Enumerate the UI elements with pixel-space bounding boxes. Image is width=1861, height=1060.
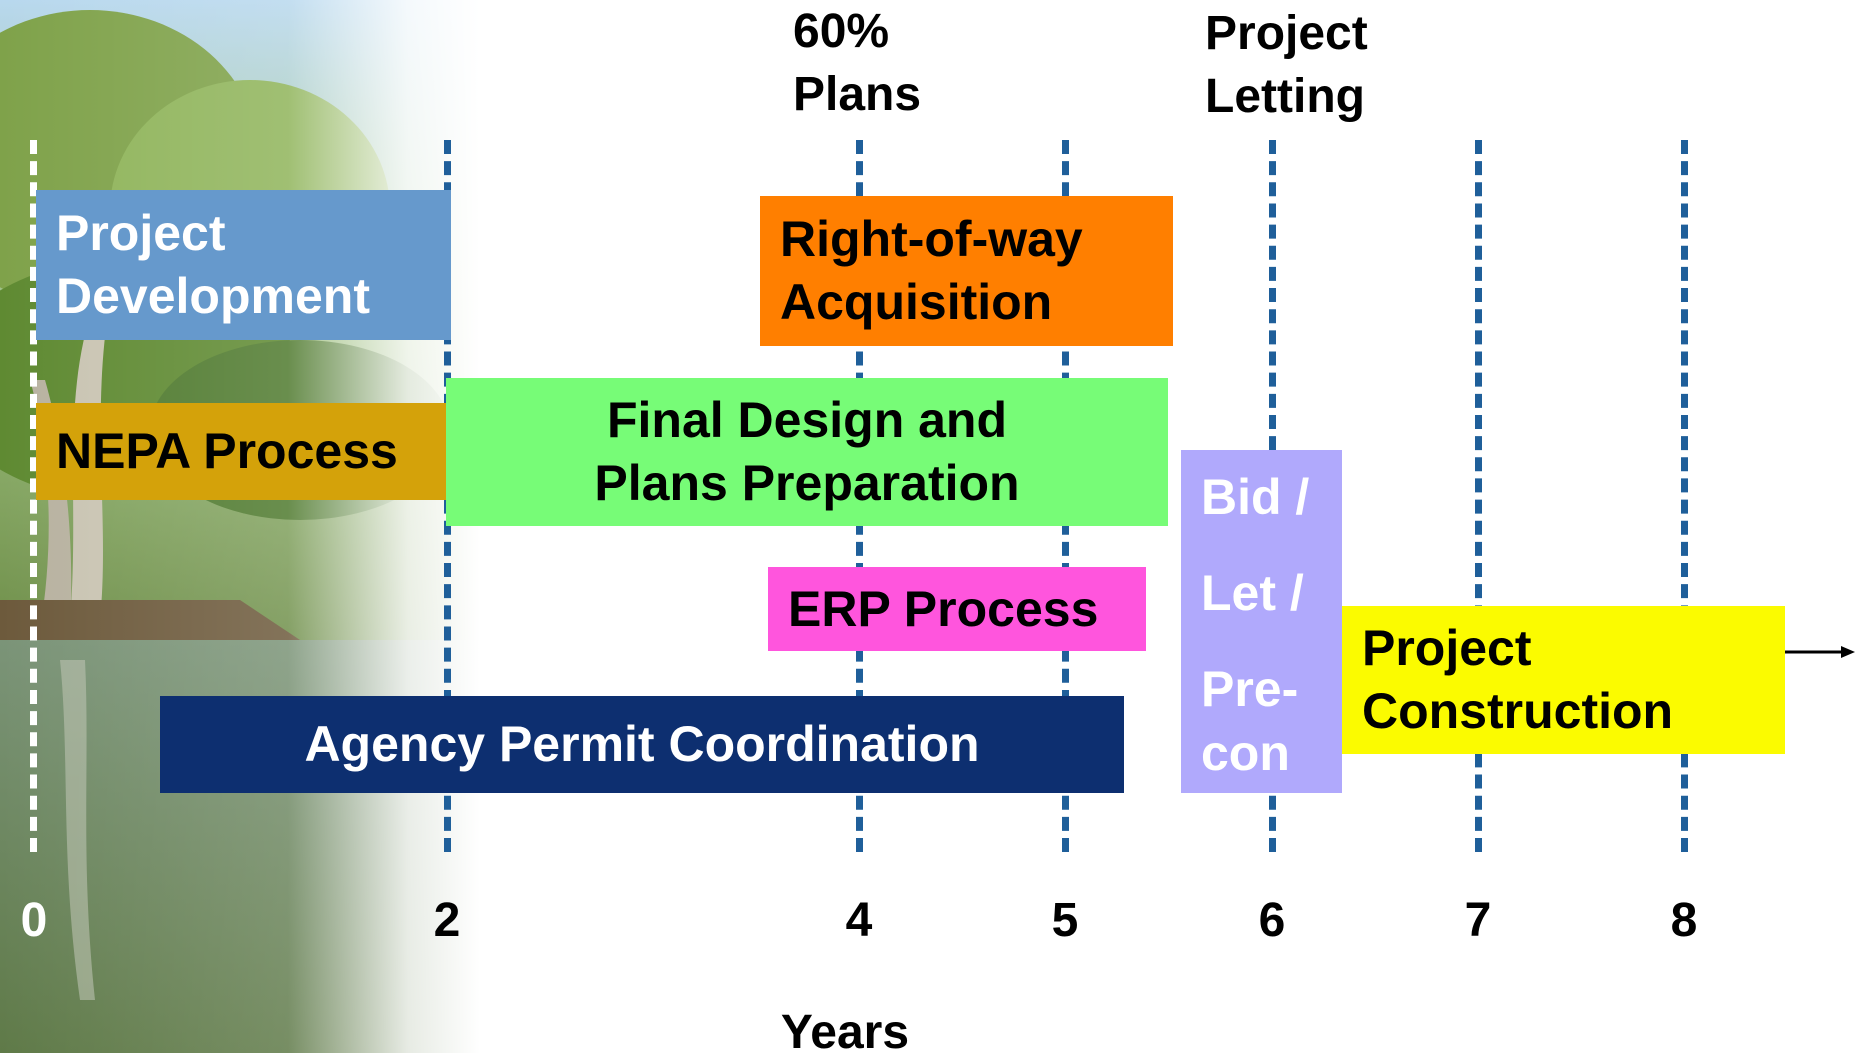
bar-bid-line-1: Bid / bbox=[1201, 469, 1310, 525]
bar-project-development: Project Development bbox=[36, 190, 451, 340]
bar-construction-line-2: Construction bbox=[1362, 683, 1674, 739]
milestone-60-percent-plans: 60% Plans bbox=[793, 5, 922, 121]
bar-right-of-way-line-1: Right-of-way bbox=[780, 211, 1083, 267]
bar-right-of-way-line-2: Acquisition bbox=[780, 274, 1053, 330]
milestone-project-letting: Project Letting bbox=[1205, 7, 1368, 123]
continuation-arrow-icon bbox=[1785, 646, 1855, 658]
bar-construction-line-1: Project bbox=[1362, 620, 1532, 676]
axis-tick-0: 0 bbox=[20, 894, 48, 947]
bar-final-design: Final Design and Plans Preparation bbox=[446, 378, 1168, 526]
bar-agency-permit-label: Agency Permit Coordination bbox=[304, 716, 980, 772]
bar-nepa-process: NEPA Process bbox=[36, 403, 448, 500]
bar-final-design-line-1: Final Design and bbox=[606, 392, 1008, 448]
gridline-year-8 bbox=[1681, 140, 1688, 852]
axis-title-years: Years bbox=[780, 1006, 910, 1059]
axis-tick-5: 5 bbox=[1051, 894, 1079, 947]
gridline-year-7 bbox=[1475, 140, 1482, 852]
bar-right-of-way-acquisition: Right-of-way Acquisition bbox=[760, 196, 1173, 346]
bar-agency-permit-coordination: Agency Permit Coordination bbox=[160, 696, 1124, 793]
bar-project-development-line-2: Development bbox=[56, 268, 370, 324]
bar-nepa-process-label: NEPA Process bbox=[56, 423, 398, 479]
bar-bid-line-2: Let / bbox=[1201, 565, 1304, 621]
bar-project-construction: Project Construction bbox=[1342, 606, 1785, 754]
axis-tick-7: 7 bbox=[1464, 894, 1492, 947]
bar-erp-process: ERP Process bbox=[768, 567, 1146, 651]
bar-final-design-line-2: Plans Preparation bbox=[594, 455, 1020, 511]
gridline-year-0 bbox=[30, 140, 37, 852]
bar-project-development-line-1: Project bbox=[56, 205, 226, 261]
axis-tick-2: 2 bbox=[433, 894, 461, 947]
axis-tick-6: 6 bbox=[1258, 894, 1286, 947]
axis-tick-8: 8 bbox=[1670, 894, 1698, 947]
bar-bid-line-3: Pre- bbox=[1201, 661, 1299, 717]
bar-erp-process-label: ERP Process bbox=[788, 580, 1099, 637]
axis-tick-4: 4 bbox=[845, 894, 873, 947]
bar-bid-line-4: con bbox=[1201, 725, 1290, 781]
river-forest-photo bbox=[0, 0, 480, 1053]
bar-bid-let-precon: Bid / Let / Pre- con bbox=[1181, 450, 1342, 793]
